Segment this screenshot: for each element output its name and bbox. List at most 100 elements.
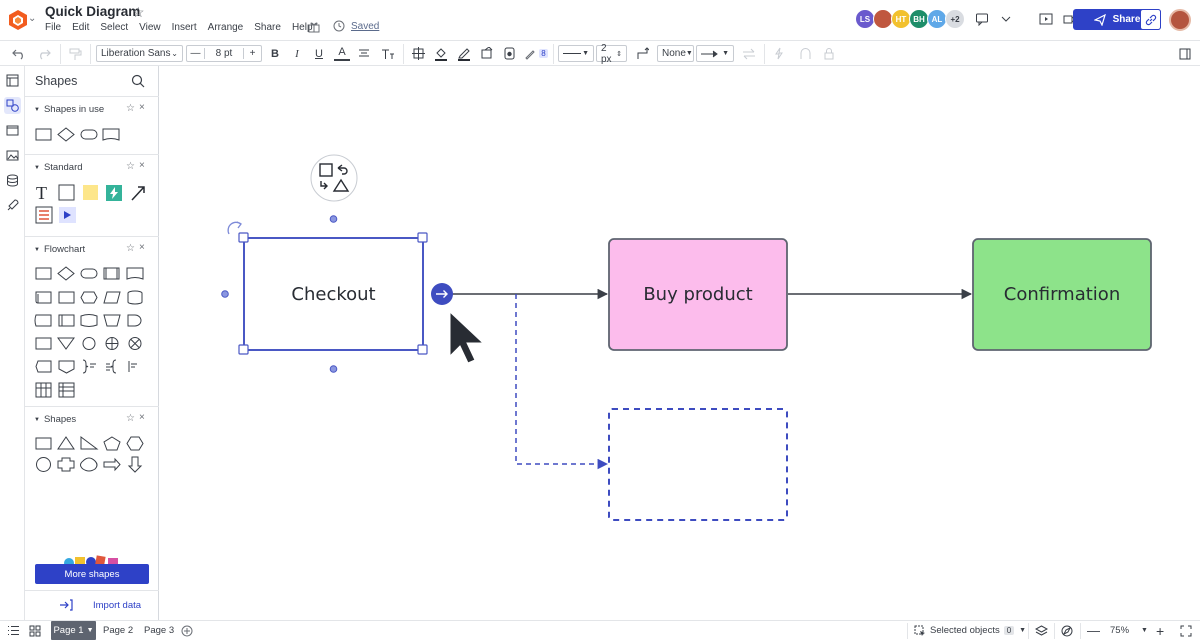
- increase-icon[interactable]: +: [243, 48, 261, 59]
- shape-count-button[interactable]: 8: [522, 45, 550, 62]
- menu-bar: File Edit Select View Insert Arrange Sha…: [45, 22, 324, 33]
- menu-select[interactable]: Select: [100, 22, 129, 33]
- style-button[interactable]: [479, 45, 495, 62]
- star-icon[interactable]: ☆: [126, 413, 135, 424]
- navigate-button[interactable]: [1061, 621, 1073, 640]
- close-icon[interactable]: ×: [139, 242, 145, 253]
- underline-button[interactable]: U: [315, 47, 323, 60]
- redo-button[interactable]: [35, 45, 53, 62]
- section-header[interactable]: ▼Flowchart: [34, 244, 85, 255]
- saved-status[interactable]: Saved: [333, 20, 379, 32]
- avatar[interactable]: [873, 9, 893, 29]
- opacity-button[interactable]: [502, 45, 516, 62]
- chevron-down-icon[interactable]: ⌄: [28, 13, 37, 24]
- close-icon[interactable]: ×: [139, 160, 145, 171]
- avatar[interactable]: BH: [909, 9, 929, 29]
- avatar[interactable]: HT: [891, 9, 911, 29]
- import-data-row[interactable]: Import data: [25, 590, 159, 620]
- line-color-button[interactable]: [456, 45, 472, 62]
- section-header[interactable]: ▼Standard: [34, 162, 83, 173]
- menu-edit[interactable]: Edit: [72, 22, 90, 33]
- undo-button[interactable]: [10, 45, 28, 62]
- align-button[interactable]: [356, 45, 372, 62]
- quick-connect-button[interactable]: [431, 283, 453, 305]
- end-arrow-select[interactable]: ▼: [696, 45, 734, 62]
- launch-button[interactable]: [4, 197, 21, 214]
- app-logo-icon[interactable]: [8, 9, 28, 31]
- star-icon[interactable]: ☆: [126, 103, 135, 114]
- page-grid-button[interactable]: [29, 621, 41, 640]
- dashed-connector: [515, 294, 609, 470]
- bold-button[interactable]: B: [271, 47, 279, 60]
- tab-page-1[interactable]: Page 1▼: [51, 621, 96, 640]
- more-collaborators-badge[interactable]: +2: [945, 9, 965, 29]
- shape-options-button[interactable]: [410, 45, 426, 62]
- right-panel-toggle[interactable]: [1178, 45, 1192, 62]
- action-button[interactable]: [772, 45, 786, 62]
- layers-button[interactable]: [1035, 621, 1048, 640]
- menu-file[interactable]: File: [45, 22, 62, 33]
- chevron-down-icon[interactable]: [999, 12, 1013, 26]
- menu-arrange[interactable]: Arrange: [207, 22, 244, 33]
- templates-button[interactable]: [4, 122, 21, 139]
- tab-page-2[interactable]: Page 2: [103, 621, 133, 640]
- conditional-format-button[interactable]: [797, 45, 813, 62]
- star-icon[interactable]: ☆: [126, 243, 135, 254]
- menu-view[interactable]: View: [139, 22, 161, 33]
- line-style-select[interactable]: ▼: [558, 45, 594, 62]
- present-icon[interactable]: [1039, 12, 1053, 26]
- zoom-level-select[interactable]: 75%▼: [1110, 621, 1148, 640]
- font-size-stepper[interactable]: — 8 pt +: [186, 45, 262, 62]
- text-color-button[interactable]: A: [334, 45, 350, 61]
- gift-icon[interactable]: [308, 21, 320, 33]
- italic-button[interactable]: I: [295, 47, 299, 60]
- quick-shape-picker[interactable]: [310, 154, 358, 202]
- star-icon[interactable]: ☆: [126, 161, 135, 172]
- add-page-button[interactable]: [181, 621, 193, 640]
- font-family-select[interactable]: Liberation Sans⌄: [96, 45, 183, 62]
- section-header[interactable]: ▼Shapes in use: [34, 104, 104, 115]
- zoom-out-button[interactable]: —: [1087, 623, 1100, 638]
- start-arrow-select[interactable]: None▼: [657, 45, 694, 62]
- avatar[interactable]: AL: [927, 9, 947, 29]
- star-icon[interactable]: ☆: [132, 4, 145, 20]
- close-icon[interactable]: ×: [139, 412, 145, 423]
- more-shapes-button[interactable]: More shapes: [35, 564, 149, 584]
- text-options-button[interactable]: [380, 45, 396, 62]
- data-button[interactable]: [4, 172, 21, 189]
- close-icon[interactable]: ×: [139, 102, 145, 113]
- lock-button[interactable]: [822, 45, 836, 62]
- diagram-canvas[interactable]: Checkout Buy product Confirmation: [159, 66, 1200, 620]
- menu-share[interactable]: Share: [254, 22, 281, 33]
- image-button[interactable]: [4, 147, 21, 164]
- shapes-panel-button[interactable]: [4, 97, 21, 114]
- user-avatar[interactable]: [1169, 9, 1191, 31]
- avatar[interactable]: LS: [855, 9, 875, 29]
- zoom-in-button[interactable]: +: [1156, 622, 1165, 639]
- selected-objects-button[interactable]: Selected objects 0 ▼: [914, 621, 1026, 640]
- swap-arrows-button[interactable]: [741, 45, 757, 62]
- connector-style-button[interactable]: [634, 45, 650, 62]
- copy-link-button[interactable]: [1140, 9, 1161, 30]
- pages-panel-button[interactable]: [4, 72, 21, 89]
- menu-insert[interactable]: Insert: [171, 22, 197, 33]
- share-button[interactable]: Share: [1073, 9, 1161, 30]
- checkout-shape[interactable]: Checkout: [244, 238, 423, 350]
- connection-points[interactable]: [221, 215, 338, 373]
- comment-icon[interactable]: [975, 12, 989, 26]
- fit-screen-button[interactable]: [1180, 621, 1192, 640]
- confirmation-shape[interactable]: Confirmation: [973, 239, 1151, 350]
- buy-product-shape[interactable]: Buy product: [609, 239, 787, 350]
- document-title[interactable]: Quick Diagram: [45, 4, 141, 19]
- menu-help[interactable]: Help: [291, 22, 313, 33]
- selection-handles[interactable]: [238, 232, 428, 355]
- line-width-select[interactable]: 2 px⇕: [596, 43, 627, 65]
- search-icon[interactable]: [131, 74, 145, 88]
- page-list-button[interactable]: [7, 621, 20, 640]
- format-painter-button[interactable]: [66, 45, 84, 62]
- fill-color-button[interactable]: [433, 45, 449, 62]
- font-size-value[interactable]: 8 pt: [215, 48, 233, 59]
- section-header[interactable]: ▼Shapes: [34, 414, 76, 425]
- decrease-icon[interactable]: —: [187, 48, 205, 59]
- tab-page-3[interactable]: Page 3: [144, 621, 174, 640]
